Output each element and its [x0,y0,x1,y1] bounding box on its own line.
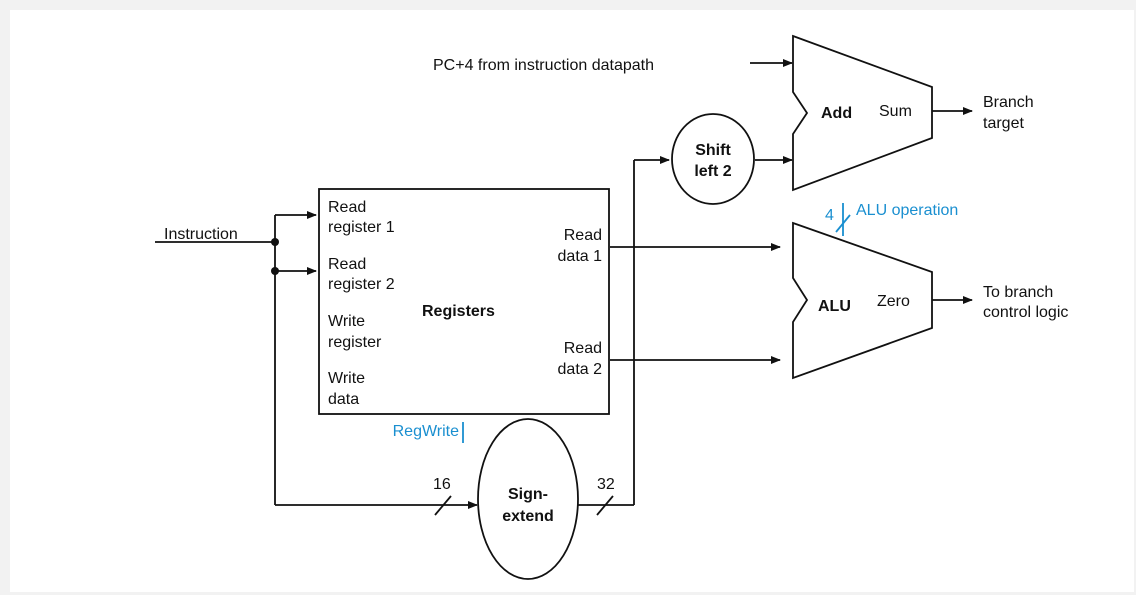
sign-extend-line1: Sign- [508,486,548,503]
sign-extend-unit [477,418,579,580]
regwrite-label: RegWrite [393,423,459,440]
write-data-line1: Write [328,370,365,387]
write-data-line2: data [328,391,359,408]
read-reg2-line2: register 2 [328,276,395,293]
read-reg1-line2: register 1 [328,219,395,236]
read-reg2-line1: Read [328,256,366,273]
instruction-label: Instruction [164,226,238,243]
write-reg-line1: Write [328,313,365,330]
width-32-label: 32 [597,476,615,493]
alu-title: ALU [818,298,851,315]
width-slash-16 [434,495,452,516]
branch-logic-line2: control logic [983,304,1068,321]
read-data1-line1: Read [564,227,602,244]
sign-extend-line2: extend [502,508,554,525]
add-title: Add [821,105,852,122]
branch-logic-line1: To branch [983,284,1053,301]
shift-label-line2: left 2 [694,163,731,180]
registers-title: Registers [422,303,495,320]
zero-label: Zero [877,293,910,310]
branch-target-line2: target [983,115,1024,132]
alu-op-slash [835,214,851,233]
alu-unit [792,221,933,380]
write-reg-line2: register [328,334,382,351]
read-data2-line2: data 2 [558,361,603,378]
read-data2-line1: Read [564,340,602,357]
diagram-canvas: PC+4 from instruction datapath Instructi… [10,10,1134,592]
alu-op-label: ALU operation [856,202,958,219]
junction-dot [271,267,279,275]
branch-target-line1: Branch [983,94,1034,111]
add-unit [792,34,933,192]
alu-op-width: 4 [825,207,834,224]
pc4-label: PC+4 from instruction datapath [433,57,654,74]
registers-block [318,188,610,415]
sum-label: Sum [879,103,912,120]
read-data1-line2: data 1 [558,248,603,265]
shift-left-2-unit [671,113,755,205]
width-16-label: 16 [433,476,451,493]
shift-label-line1: Shift [695,142,731,159]
junction-dot [271,238,279,246]
width-slash-32 [596,495,614,516]
datapath-diagram: PC+4 from instruction datapath Instructi… [155,34,1068,580]
read-reg1-line1: Read [328,199,366,216]
